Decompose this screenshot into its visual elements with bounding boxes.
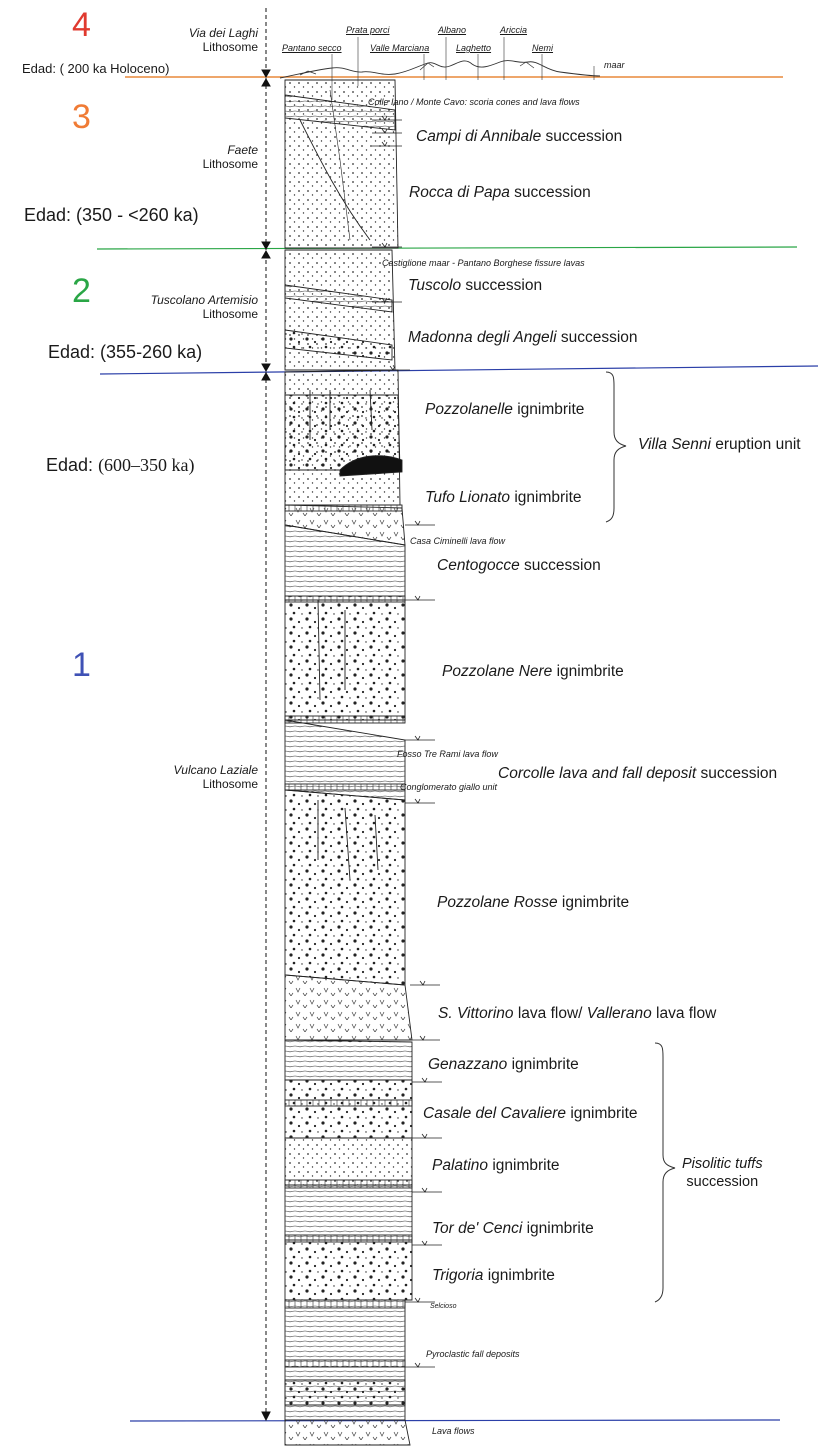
group-pisolitic-tuffs: Pisolitic tuffssuccession (682, 1155, 763, 1191)
unit-madonna-degli-angeli: Madonna degli Angeli succession (408, 330, 638, 346)
lithosome-vulcano-laziale: Vulcano LazialeLithosome (88, 763, 258, 791)
unit-rocca-di-papa: Rocca di Papa succession (409, 185, 591, 201)
group-villa-senni: Villa Senni eruption unit (638, 437, 801, 453)
unit-pozzolane-nere: Pozzolane Nere ignimbrite (442, 664, 624, 680)
unit-corcolle: Corcolle lava and fall deposit successio… (498, 766, 777, 782)
stratigraphic-column (285, 80, 412, 1445)
top-name-valle-marciana: Valle Marciana (370, 44, 429, 53)
unit-campi-di-annibale: Campi di Annibale succession (416, 129, 622, 145)
lithosome-faete: FaeteLithosome (88, 143, 258, 171)
boundary-line-1 (130, 1420, 780, 1421)
group-number-1: 1 (72, 648, 91, 682)
maar-profile (280, 61, 600, 78)
label-selcioso: Selcioso (430, 1303, 456, 1310)
age-label-1: Edad: (600–350 ka) (46, 456, 195, 474)
lithosome-via-dei-laghi: Via dei LaghiLithosome (88, 26, 258, 54)
top-name-pantano-secco: Pantano secco (282, 44, 342, 53)
boundary-line-2 (100, 366, 818, 374)
unit-genazzano: Genazzano ignimbrite (428, 1057, 579, 1073)
label-colle-iano: Colle Iano / Monte Cavo: scoria cones an… (368, 98, 580, 107)
top-name-prata-porci: Prata porci (346, 26, 390, 35)
boundary-line-3 (97, 247, 797, 249)
unit-tufo-lionato: Tufo Lionato ignimbrite (425, 490, 582, 506)
top-name-maar: maar (604, 61, 625, 70)
unit-pozzolanelle: Pozzolanelle ignimbrite (425, 402, 584, 418)
age-label-4: Edad: ( 200 ka Holoceno) (22, 62, 169, 75)
unit-trigoria: Trigoria ignimbrite (432, 1268, 555, 1284)
age-label-3: Edad: (350 - <260 ka) (24, 206, 199, 224)
label-conglomerato: Conglomerato giallo unit (400, 783, 497, 792)
unit-centogocce: Centogocce succession (437, 558, 601, 574)
label-casa-ciminelli: Casa Ciminelli lava flow (410, 537, 505, 546)
unit-s-vittorino-vallerano: S. Vittorino lava flow/ Vallerano lava f… (438, 1006, 716, 1022)
group-number-3: 3 (72, 100, 91, 134)
vertical-scale (262, 8, 270, 1420)
top-name-laghetto: Laghetto (456, 44, 491, 53)
age-label-2: Edad: (355-260 ka) (48, 343, 202, 361)
label-castiglione: Castiglione maar - Pantano Borghese fiss… (382, 259, 585, 268)
label-pyroclastic: Pyroclastic fall deposits (426, 1350, 520, 1359)
pisolitic-brace (655, 1043, 675, 1302)
top-name-nemi: Nemi (532, 44, 553, 53)
unit-tuscolo: Tuscolo succession (408, 278, 542, 294)
unit-tor-de-cenci: Tor de' Cenci ignimbrite (432, 1221, 594, 1237)
label-lava-flows: Lava flows (432, 1427, 475, 1436)
unit-pozzolane-rosse: Pozzolane Rosse ignimbrite (437, 895, 629, 911)
lithosome-tuscolano: Tuscolano ArtemisioLithosome (88, 293, 258, 321)
unit-casale-del-cavaliere: Casale del Cavaliere ignimbrite (423, 1106, 638, 1122)
villa-senni-brace (606, 372, 626, 522)
unit-palatino: Palatino ignimbrite (432, 1158, 560, 1174)
label-fosso-tre-rami: Fosso Tre Rami lava flow (397, 750, 498, 759)
top-name-albano: Albano (438, 26, 466, 35)
top-name-ariccia: Ariccia (500, 26, 527, 35)
